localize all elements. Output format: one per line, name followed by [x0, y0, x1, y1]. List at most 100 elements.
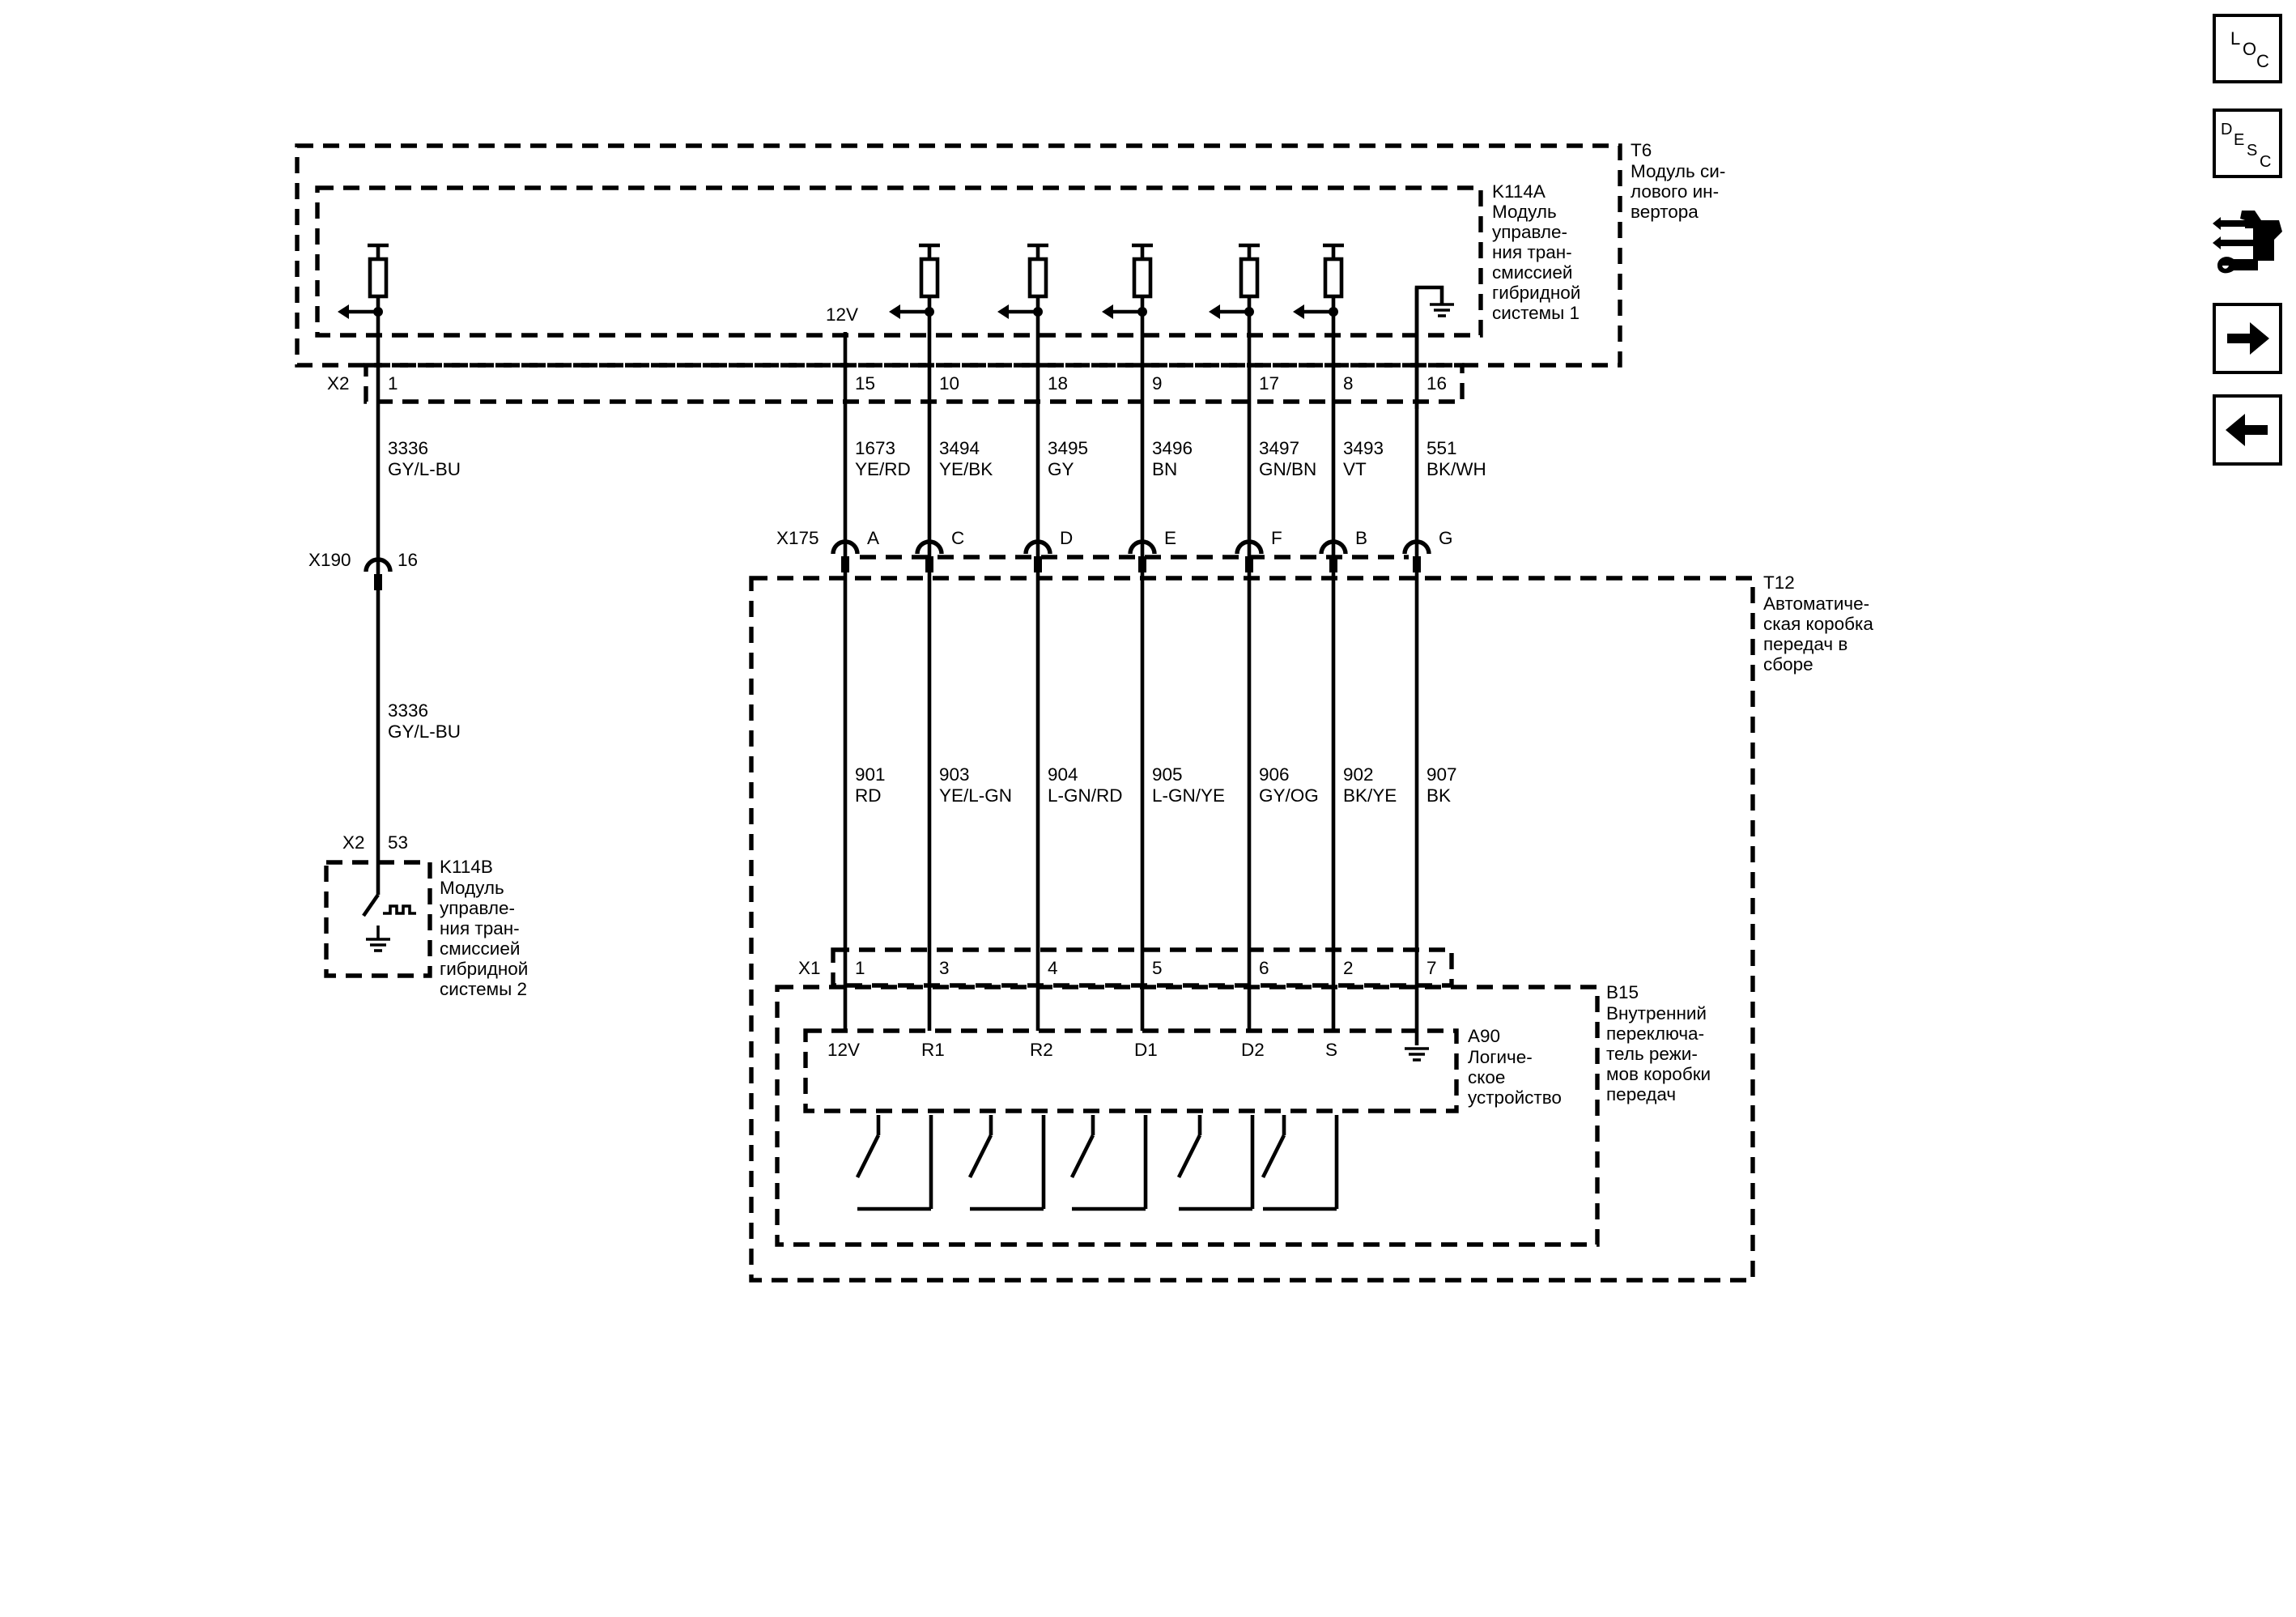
x1-pin-label: 1 — [855, 958, 865, 978]
loc-letter: C — [2256, 51, 2269, 71]
a90-id: A90 — [1468, 1026, 1500, 1046]
description-button[interactable]: D E S C — [2213, 109, 2282, 178]
x175-pin-label: B — [1355, 528, 1367, 548]
b15-name-line: тель режи- — [1606, 1044, 1698, 1064]
pullup-resistor-icon — [997, 245, 1048, 319]
x190-pin-label: 16 — [398, 550, 418, 570]
b15-name-line: переключа- — [1606, 1023, 1704, 1044]
connector-tool-button[interactable] — [2209, 207, 2285, 285]
a90-terminal-label: R1 — [921, 1040, 945, 1060]
wire-circuit-number: 1673 — [855, 438, 895, 458]
desc-letter: D — [2221, 121, 2232, 138]
previous-page-button[interactable] — [2213, 394, 2282, 466]
wire-color-code: GN/BN — [1259, 459, 1316, 479]
t12-name-line: Автоматиче- — [1763, 594, 1869, 614]
k114a-name-line: смиссией — [1492, 262, 1572, 283]
b15-switch-outline — [775, 985, 1600, 1247]
x175-pin-label: D — [1060, 528, 1073, 548]
t6-name-line: вертора — [1631, 202, 1699, 222]
t6-name-line: Модуль си- — [1631, 161, 1725, 181]
a90-logic-unit-outline — [803, 1028, 1459, 1113]
a90-label: A90 Логиче- ское устройство — [1468, 1026, 1562, 1108]
wire-color-code: GY/L-BU — [388, 459, 461, 479]
x2-bottom-pin-label: 53 — [388, 832, 408, 853]
x190-connector-label: X190 — [308, 550, 351, 570]
wire-circuit-number: 3336 — [388, 700, 428, 721]
wire-color-code: L-GN/YE — [1152, 785, 1225, 806]
wire-color-code: BK/YE — [1343, 785, 1397, 806]
k114a-name-line: Модуль — [1492, 202, 1557, 222]
b15-name-line: мов коробки — [1606, 1064, 1711, 1084]
k114a-name-line: управле- — [1492, 222, 1567, 242]
a90-terminal-label: S — [1325, 1040, 1337, 1060]
wire-color-code: BK — [1426, 785, 1451, 806]
t12-id: T12 — [1763, 572, 1795, 593]
wire-circuit-number: 906 — [1259, 764, 1290, 785]
t12-name-line: передач в — [1763, 634, 1847, 654]
x175-pin-label: C — [951, 528, 964, 548]
wire-color-code: YE/RD — [855, 459, 911, 479]
x1-pin-label: 3 — [939, 958, 950, 978]
a90-terminal-label: D2 — [1241, 1040, 1265, 1060]
wire-color-code: GY/OG — [1259, 785, 1319, 806]
k114b-id: K114B — [440, 857, 493, 877]
k114a-name-line: ния тран- — [1492, 242, 1572, 262]
x2-bottom-connector-label: X2 — [342, 832, 365, 853]
wire-circuit-number: 902 — [1343, 764, 1374, 785]
k114b-name-line: управле- — [440, 898, 515, 918]
pullup-resistor-icon — [889, 245, 940, 319]
pullup-resistor-icon — [338, 245, 389, 319]
x175-connector-label: X175 — [776, 528, 819, 548]
x1-pin-label: 4 — [1048, 958, 1058, 978]
wire-color-code: BN — [1152, 459, 1177, 479]
wire-circuit-number: 3497 — [1259, 438, 1299, 458]
wire-color-code: RD — [855, 785, 882, 806]
a90-name-line: Логиче- — [1468, 1047, 1533, 1067]
a90-name-line: ское — [1468, 1067, 1505, 1087]
location-button[interactable]: L O C — [2213, 14, 2282, 83]
x1-pin-label: 5 — [1152, 958, 1163, 978]
k114b-switch-contact — [362, 893, 380, 917]
x175-pin-label: F — [1271, 528, 1282, 548]
desc-letter: S — [2247, 142, 2257, 160]
arrow-right-icon — [2227, 322, 2269, 355]
t6-name-line: лового ин- — [1631, 181, 1719, 202]
x1-connector-label: X1 — [798, 958, 821, 978]
x2-pin-label: 16 — [1426, 373, 1447, 394]
k114a-module-outline — [315, 185, 1483, 338]
wire-circuit-number: 3496 — [1152, 438, 1193, 458]
a90-terminal-label: 12V — [827, 1040, 860, 1060]
arrow-left-icon — [2226, 414, 2268, 446]
k114a-id: K114A — [1492, 181, 1546, 202]
wire-circuit-number: 907 — [1426, 764, 1457, 785]
k114b-name-line: системы 2 — [440, 979, 527, 999]
wire-color-code: BK/WH — [1426, 459, 1486, 479]
ground-icon — [1428, 303, 1456, 317]
ground-icon — [364, 938, 392, 952]
mode-switch-icon — [857, 1115, 931, 1209]
k114b-label: K114B Модуль управле- ния тран- смиссией… — [440, 857, 528, 999]
desc-letter: E — [2234, 131, 2244, 149]
t12-name-line: сборе — [1763, 654, 1813, 674]
x2-top-connector-label: X2 — [327, 373, 350, 394]
x2-pin-label: 1 — [388, 373, 398, 394]
b15-label: B15 Внутренний переключа- тель режи- мов… — [1606, 982, 1711, 1104]
ground-icon — [1403, 1047, 1431, 1062]
t12-name-line: ская коробка — [1763, 614, 1873, 634]
x2-pin-label: 10 — [939, 373, 959, 394]
k114b-name-line: Модуль — [440, 878, 504, 898]
wire-circuit-number: 903 — [939, 764, 970, 785]
loc-letter: L — [2230, 28, 2240, 49]
mode-switch-icon — [1179, 1115, 1252, 1209]
x2-top-connector-outline — [364, 363, 1465, 404]
next-page-button[interactable] — [2213, 303, 2282, 374]
x1-pin-label: 2 — [1343, 958, 1354, 978]
wire-color-code: YE/L-GN — [939, 785, 1012, 806]
t12-label: T12 Автоматиче- ская коробка передач в с… — [1763, 572, 1873, 674]
pullup-resistor-icon — [1209, 245, 1260, 319]
wire-circuit-number: 3495 — [1048, 438, 1088, 458]
wire-circuit-number: 551 — [1426, 438, 1457, 458]
wire-circuit-number: 3493 — [1343, 438, 1384, 458]
t6-module-outline — [295, 143, 1622, 368]
a90-terminal-label: D1 — [1134, 1040, 1158, 1060]
